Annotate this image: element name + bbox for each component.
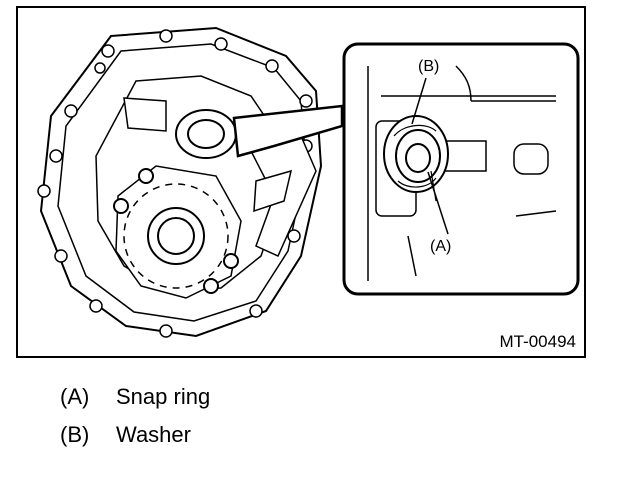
shift-rod	[249, 135, 317, 257]
figure-code: MT-00494	[499, 332, 576, 351]
legend: (A) Snap ring (B) Washer	[60, 384, 210, 460]
leader-a	[427, 171, 449, 235]
legend-text: Snap ring	[116, 384, 211, 409]
upper-bore	[123, 97, 237, 159]
inset-leader	[232, 104, 344, 158]
gear-assembly	[113, 165, 242, 299]
leader-b	[411, 77, 427, 125]
detail-inset	[342, 42, 580, 296]
diagram-figure: (B) (A) MT-00494	[16, 6, 586, 358]
callout-b-label: (B)	[418, 58, 440, 75]
legend-row-b: (B) Washer	[60, 422, 210, 460]
legend-key: (B)	[60, 422, 90, 447]
transmission-illustration	[16, 6, 586, 358]
legend-row-a: (A) Snap ring	[60, 384, 210, 422]
legend-key: (A)	[60, 384, 90, 409]
callout-a-label: (A)	[430, 238, 452, 255]
legend-text: Washer	[116, 422, 191, 447]
